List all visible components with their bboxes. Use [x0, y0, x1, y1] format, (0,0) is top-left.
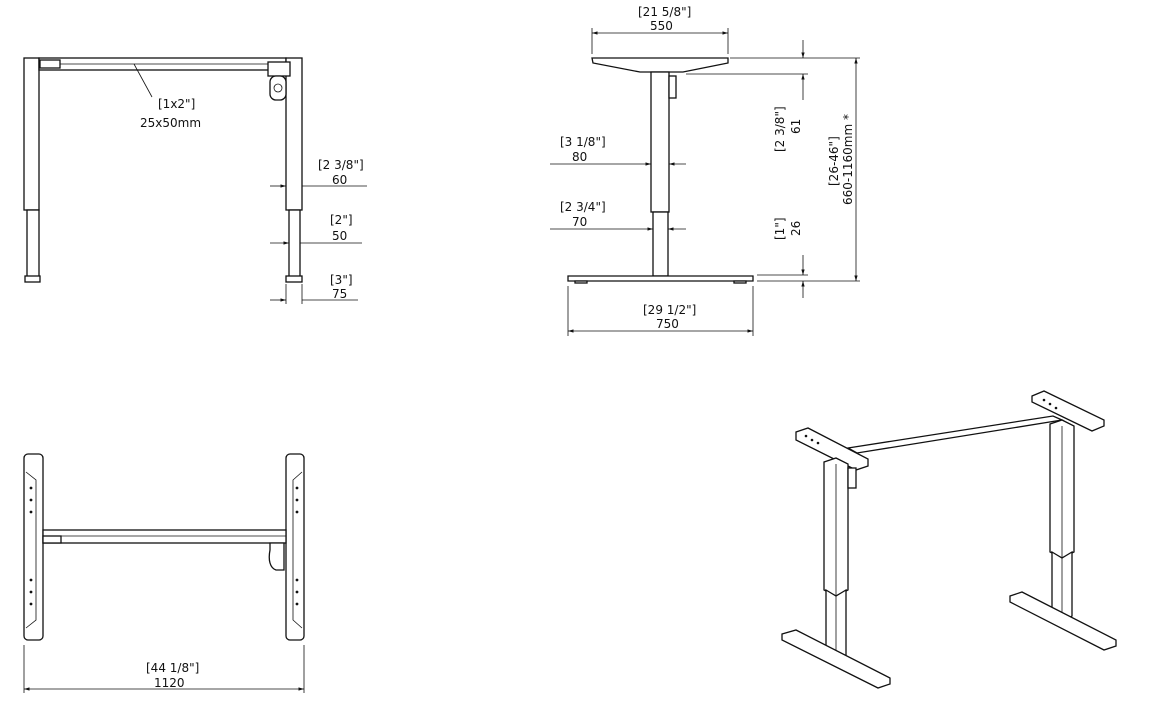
- side-view: [21 5/8"] 550 [3 1/8"] 80 [2 3/4"] 70 [2…: [550, 5, 860, 336]
- isometric-view: [781, 390, 1117, 689]
- bracket-width-dim-metric: 550: [650, 19, 673, 33]
- iso-front-foot: [781, 629, 891, 689]
- side-cable-clip: [668, 75, 677, 99]
- height-range-dim-imperial: [26-46"]: [827, 136, 841, 186]
- motor-body: [269, 75, 287, 101]
- foot-height-dim-metric: 26: [789, 221, 803, 236]
- iso-long-rail: [846, 415, 1065, 454]
- left-bracket-holes: [29, 486, 33, 606]
- front-view: [1x2"] 25x50mm [2 3/8"] 60 [2"] 50 [3"] …: [23, 57, 367, 304]
- front-right-lower-column: [288, 209, 301, 279]
- side-upper-col-dim-imperial: [3 1/8"]: [560, 135, 606, 149]
- rail-dim-metric: 25x50mm: [140, 116, 201, 130]
- left-bracket-plate: [23, 453, 44, 641]
- bracket-height-dim-metric: 61: [789, 119, 803, 134]
- motor-housing: [267, 61, 291, 77]
- front-foot-dim-metric: 75: [332, 287, 347, 301]
- front-upper-col-dim-metric: 60: [332, 173, 347, 187]
- side-foot: [567, 275, 754, 282]
- bracket-width-dim-imperial: [21 5/8"]: [638, 5, 691, 19]
- iso-back-foot: [1009, 591, 1117, 651]
- bracket-height-dim-imperial: [2 3/8"]: [773, 106, 787, 152]
- top-motor: [268, 542, 285, 571]
- right-bracket-holes: [295, 486, 299, 606]
- right-bracket-plate: [285, 453, 305, 641]
- side-lower-col-dim-imperial: [2 3/4"]: [560, 200, 606, 214]
- front-left-upper-column: [23, 57, 40, 211]
- side-lower-column: [652, 211, 669, 277]
- rail-end-cap-left: [39, 59, 61, 69]
- iso-back-top-bracket: [1031, 390, 1105, 432]
- side-upper-column: [650, 71, 670, 213]
- front-lower-col-dim-imperial: [2"]: [330, 213, 353, 227]
- foot-height-dim-imperial: [1"]: [773, 217, 787, 240]
- top-view: [44 1/8"] 1120: [23, 453, 305, 693]
- top-cross-rail: [42, 529, 287, 544]
- overall-width-dim-metric: 1120: [154, 676, 185, 690]
- overall-width-dim-imperial: [44 1/8"]: [146, 661, 199, 675]
- front-left-lower-column: [26, 209, 40, 279]
- iso-front-top-bracket: [795, 427, 869, 471]
- front-left-foot: [24, 275, 41, 283]
- front-upper-col-dim-imperial: [2 3/8"]: [318, 158, 364, 172]
- foot-length-dim-metric: 750: [656, 317, 679, 331]
- front-lower-col-dim-metric: 50: [332, 229, 347, 243]
- height-range-dim-metric: 660-1160mm *: [841, 114, 855, 205]
- front-right-upper-column: [285, 57, 303, 211]
- side-top-bracket: [591, 57, 729, 73]
- front-foot-dim-imperial: [3"]: [330, 273, 353, 287]
- front-right-foot: [285, 275, 303, 283]
- rail-dim-imperial: [1x2"]: [158, 97, 195, 111]
- iso-motor: [847, 467, 857, 489]
- side-lower-col-dim-metric: 70: [572, 215, 587, 229]
- side-upper-col-dim-metric: 80: [572, 150, 587, 164]
- foot-length-dim-imperial: [29 1/2"]: [643, 303, 696, 317]
